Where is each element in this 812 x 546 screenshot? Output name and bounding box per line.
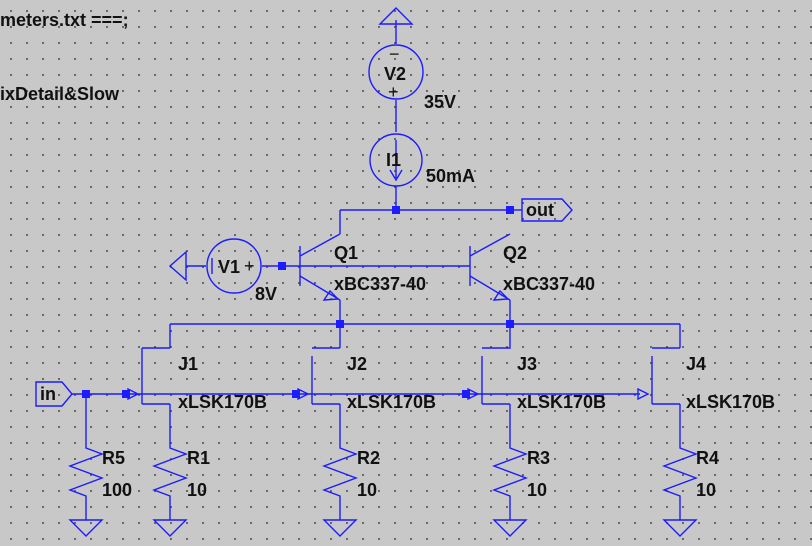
junction-j2-gate — [292, 390, 300, 398]
ground-symbol-v1 — [168, 250, 187, 282]
j1-name: J1 — [178, 354, 198, 374]
j4-name: J4 — [686, 354, 706, 374]
transistor-q1[interactable]: Q1 xBC337-40 — [299, 233, 426, 301]
junction-q1-emitter — [336, 320, 344, 328]
wires — [72, 20, 681, 520]
v2-plus-sign: + — [388, 82, 399, 102]
i1-arrow-icon — [389, 140, 403, 182]
jfet-j2[interactable]: J2 xLSK170B — [297, 347, 436, 412]
resistor-r3[interactable]: R3 10 — [492, 440, 550, 504]
q2-model: xBC337-40 — [503, 274, 595, 294]
jfet-j3[interactable]: J3 xLSK170B — [467, 324, 606, 412]
r5-value: 100 — [102, 480, 132, 500]
j4-model: xLSK170B — [686, 392, 775, 412]
v2-value: 35V — [424, 92, 456, 112]
r2-value: 10 — [357, 480, 377, 500]
r3-value: 10 — [527, 480, 547, 500]
jfet-j1[interactable]: J1 xLSK170B — [127, 347, 267, 412]
r4-name: R4 — [696, 448, 719, 468]
options-directive[interactable]: ixDetail&Slow — [0, 84, 120, 104]
port-in[interactable]: in — [35, 381, 73, 407]
include-directive[interactable]: meters.txt ===; — [0, 10, 129, 30]
port-out[interactable]: out — [510, 198, 573, 222]
port-in-label: in — [40, 384, 56, 404]
junction-out — [506, 206, 514, 214]
resistor-r1[interactable]: R1 10 — [152, 440, 210, 504]
junction-base — [278, 262, 286, 270]
ground-symbol-r2 — [322, 519, 358, 537]
r5-name: R5 — [102, 448, 125, 468]
resistor-r4[interactable]: R4 10 — [662, 440, 719, 504]
j1-model: xLSK170B — [178, 392, 267, 412]
ground-symbol-r5 — [68, 519, 104, 537]
transistor-q2[interactable]: Q2 xBC337-40 — [469, 233, 595, 301]
r2-name: R2 — [357, 448, 380, 468]
current-source-i1[interactable]: I1 50mA — [369, 133, 475, 187]
j3-model: xLSK170B — [517, 392, 606, 412]
voltage-source-v1[interactable]: + V1 8V — [206, 238, 277, 304]
resistor-r2[interactable]: R2 10 — [322, 440, 380, 504]
r1-name: R1 — [187, 448, 210, 468]
ground-symbol-r3 — [492, 519, 528, 537]
junction-j1-gate — [122, 390, 130, 398]
q2-name: Q2 — [503, 243, 527, 263]
j3-name: J3 — [517, 354, 537, 374]
i1-value: 50mA — [426, 166, 475, 186]
q1-model: xBC337-40 — [334, 274, 426, 294]
junction-q2-emitter — [506, 320, 514, 328]
r4-value: 10 — [696, 480, 716, 500]
ground-symbol-r1 — [152, 519, 188, 537]
i1-name: I1 — [386, 150, 401, 170]
resistor-r5[interactable]: R5 100 — [68, 440, 132, 504]
v2-minus-sign: − — [389, 44, 400, 64]
ground-symbol-v2 — [378, 7, 414, 25]
r3-name: R3 — [527, 448, 550, 468]
port-out-label: out — [526, 200, 554, 220]
r1-value: 10 — [187, 480, 207, 500]
v1-name: V1 — [218, 257, 240, 277]
junctions — [82, 206, 514, 398]
junction-in — [82, 390, 90, 398]
q1-name: Q1 — [334, 243, 358, 263]
ground-symbol-r4 — [662, 519, 698, 537]
v1-plus-sign: + — [244, 256, 255, 276]
j2-model: xLSK170B — [347, 392, 436, 412]
jfet-j4[interactable]: J4 xLSK170B — [637, 347, 775, 412]
v2-name: V2 — [384, 64, 406, 84]
j2-name: J2 — [347, 354, 367, 374]
junction-collector — [392, 206, 400, 214]
v1-value: 8V — [255, 284, 277, 304]
voltage-source-v2[interactable]: − + V2 35V — [368, 44, 456, 112]
junction-j3-gate — [462, 390, 470, 398]
